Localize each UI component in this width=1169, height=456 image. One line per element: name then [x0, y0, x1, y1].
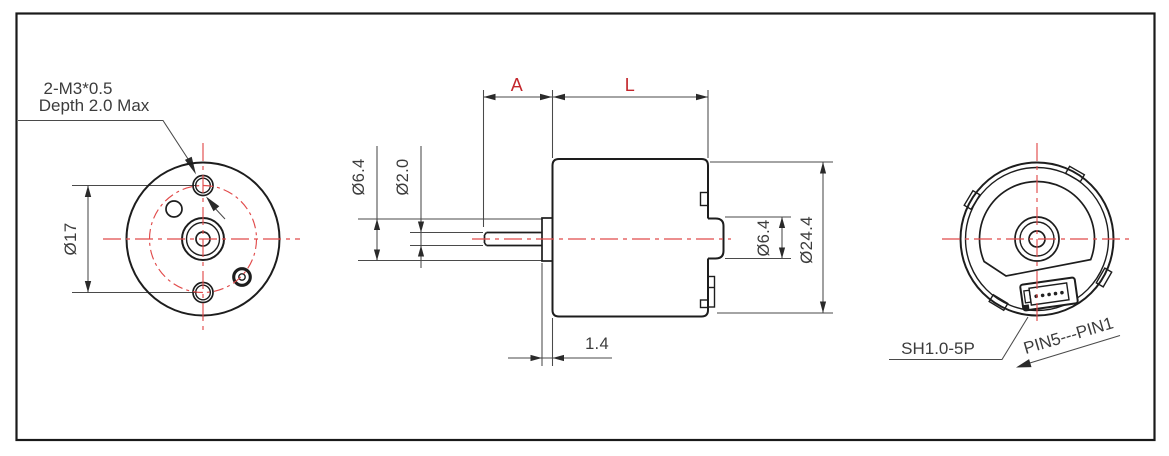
motor-body	[551, 158, 709, 318]
dim-a-label: A	[511, 75, 524, 95]
arrowhead	[696, 93, 708, 101]
rear-clip-top	[699, 191, 709, 207]
arrowhead	[778, 247, 786, 259]
arrowhead	[530, 354, 542, 362]
arrowhead	[778, 217, 786, 228]
connector-pin	[1060, 290, 1064, 295]
connector-pin	[1040, 293, 1045, 298]
rim-tab	[988, 293, 1009, 312]
shaft-diameter-label: Ø2.0	[394, 159, 412, 196]
grommet-hole	[238, 273, 246, 281]
connector-pin	[1053, 291, 1058, 296]
rim-tab	[963, 189, 981, 211]
thread-callout-line1: 2-M3*0.5	[44, 79, 113, 98]
rim-tab	[1064, 165, 1086, 183]
pilot-hole	[165, 200, 183, 218]
arrowhead	[373, 249, 381, 261]
rear-view: SH1.0-5P PIN5---PIN1	[889, 143, 1132, 368]
connector-type-label: SH1.0-5P	[901, 339, 975, 358]
rear-clip-bottom	[699, 299, 709, 309]
connector-latch	[1023, 304, 1030, 312]
rim-tab	[1095, 267, 1113, 288]
arrowhead	[552, 354, 564, 362]
leader-line	[889, 316, 1029, 361]
body-diameter-label: Ø24.4	[797, 216, 816, 264]
pin-order-arrowhead	[1016, 359, 1032, 368]
arrowhead	[819, 301, 827, 313]
connector-key	[1023, 289, 1032, 304]
dim-l-label: L	[625, 75, 636, 95]
rear-boss-diameter-label: Ø6.4	[755, 220, 773, 257]
arrowhead	[540, 93, 552, 101]
side-view: A L Ø6.4 Ø2.0 Ø6.4	[350, 75, 833, 366]
connector-pin	[1047, 292, 1051, 297]
endbell-notched-circle	[978, 180, 1096, 277]
thread-callout-line2: Depth 2.0 Max	[39, 96, 150, 115]
arrowhead	[553, 93, 565, 101]
arrowhead	[84, 281, 92, 293]
shaft-boss-diameter-label: Ø6.4	[350, 159, 368, 196]
flange-thickness-label: 1.4	[585, 335, 609, 353]
leader-arrowhead	[206, 196, 220, 212]
jst-connector	[1019, 276, 1079, 312]
bolt-circle-diameter-label: Ø17	[61, 222, 80, 255]
front-view: Ø17 2-M3*0.5 Depth 2.0 Max	[18, 79, 300, 335]
rear-connector-side	[707, 275, 716, 308]
arrowhead	[373, 219, 381, 230]
grommet-ring	[232, 267, 252, 287]
arrowhead	[417, 245, 425, 257]
pin-order-leader	[1028, 334, 1121, 364]
leader-line	[18, 119, 191, 163]
rear-bearing-boss	[708, 217, 725, 260]
arrowhead	[483, 93, 496, 101]
arrowhead	[84, 185, 92, 197]
drawing-border	[15, 12, 1156, 442]
arrowhead	[819, 162, 827, 174]
leader-arrowhead	[184, 156, 196, 175]
arrowhead	[417, 221, 425, 233]
